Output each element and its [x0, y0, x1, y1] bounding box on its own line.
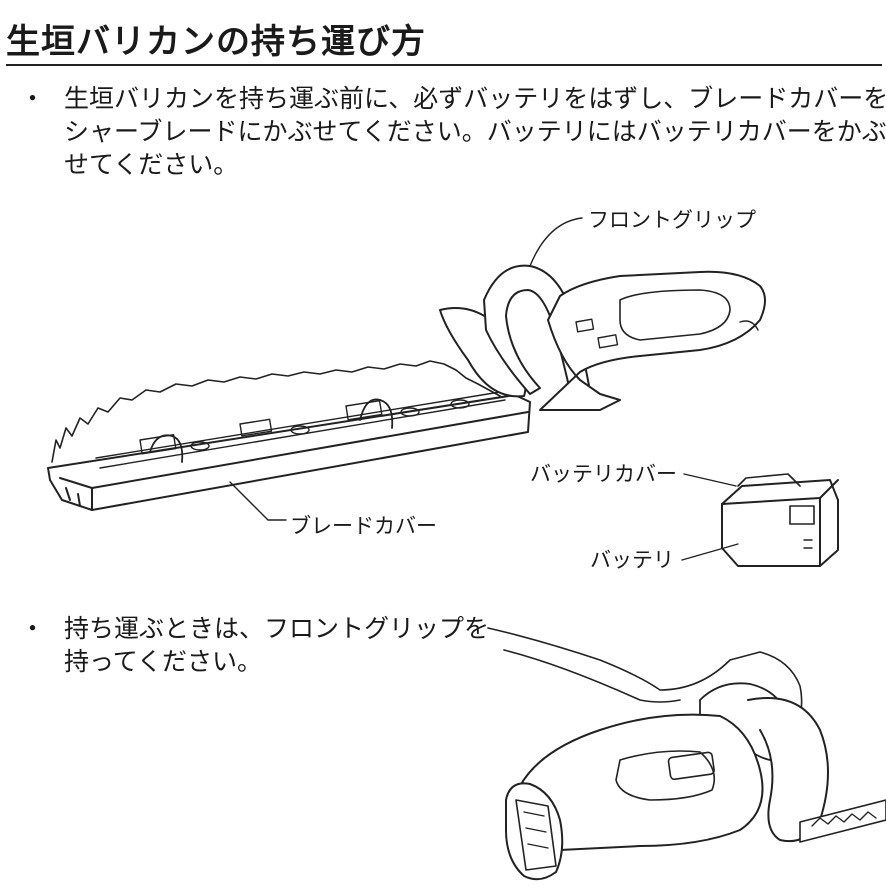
callout-battery: バッテリ	[590, 548, 674, 572]
bullet-marker: ・	[20, 614, 46, 643]
instruction-text-2: 持ち運ぶときは、フロントグリップを持ってください。	[64, 614, 490, 676]
callout-front-grip: フロントグリップ	[588, 208, 756, 232]
instruction-text-1: 生垣バリカンを持ち運ぶ前に、必ずバッテリをはずし、ブレードカバーをシャーブレード…	[64, 84, 886, 179]
battery-drawing	[721, 473, 839, 567]
callout-battery-cover: バッテリカバー	[530, 462, 677, 486]
arm-drawing	[487, 627, 803, 737]
bullet-marker: ・	[20, 84, 46, 113]
page-title: 生垣バリカンの持ち運び方	[6, 22, 426, 62]
trimmer-body-drawing	[539, 270, 766, 411]
callout-blade-cover: ブレードカバー	[290, 514, 437, 538]
carried-body-drawing	[519, 713, 764, 851]
title-divider	[6, 64, 882, 66]
shear-blade-teeth	[51, 360, 501, 463]
